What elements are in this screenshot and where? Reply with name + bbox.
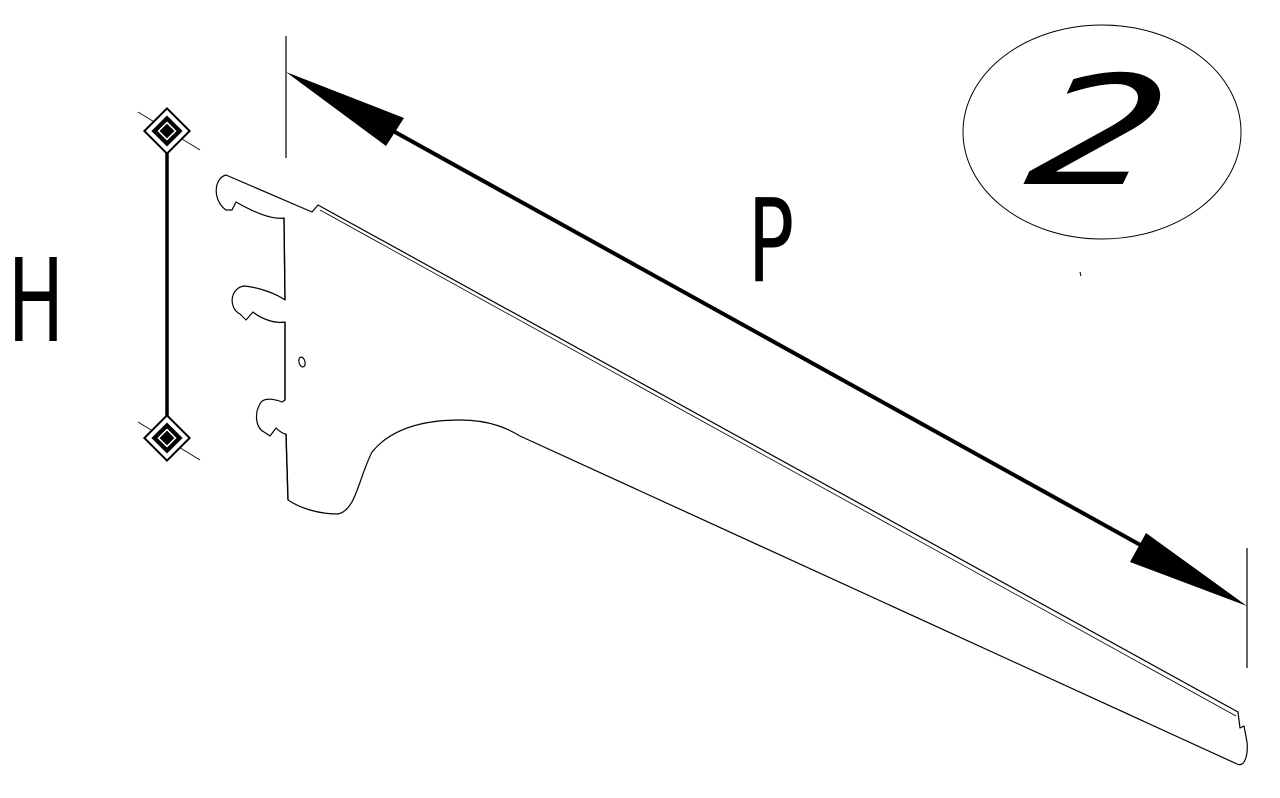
depth-label: P	[748, 175, 794, 309]
step-number-label: 2	[1016, 44, 1184, 220]
right-arrowhead-icon	[1130, 533, 1247, 606]
bottom-diamond-marker-icon	[143, 414, 191, 462]
step-number-badge: 2	[962, 24, 1242, 277]
bracket-outline	[215, 174, 1248, 766]
top-diamond-marker-icon	[143, 107, 191, 155]
shelf-bracket	[215, 174, 1248, 766]
bracket-top-edge	[319, 209, 1237, 717]
left-arrowhead-icon	[286, 72, 404, 146]
bracket-screw-hole	[298, 356, 306, 368]
height-dimension	[137, 107, 201, 462]
height-label: H	[8, 234, 64, 368]
depth-dimension	[285, 36, 1248, 668]
bracket-mount-line	[283, 217, 289, 501]
